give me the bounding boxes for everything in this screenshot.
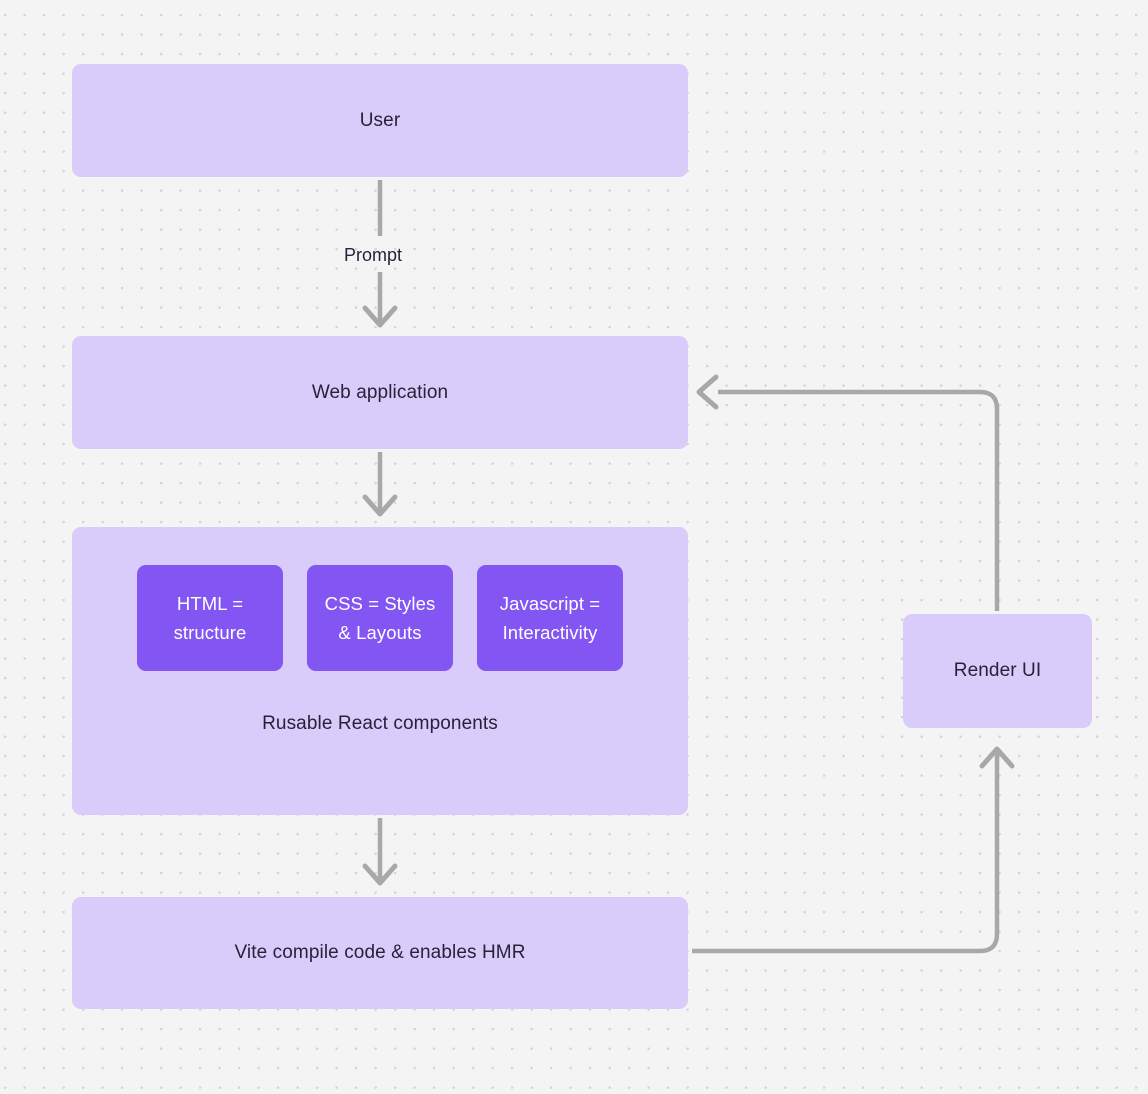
edge-label-prompt: Prompt [344, 245, 403, 265]
node-html[interactable]: HTML = structure [137, 565, 283, 671]
node-render-ui[interactable]: Render UI [903, 614, 1092, 728]
node-render-ui-label: Render UI [953, 660, 1042, 681]
node-user[interactable]: User [72, 64, 688, 177]
node-javascript-label: Javascript = Interactivity [500, 589, 600, 647]
node-component-group[interactable]: HTML = structure CSS = Styles & Layouts … [72, 527, 688, 815]
node-html-line1: HTML = [176, 593, 244, 614]
node-component-group-caption: Rusable React components [262, 713, 498, 734]
arrowhead-vite-top [362, 863, 398, 886]
node-vite-label: Vite compile code & enables HMR [234, 942, 526, 963]
edge-vite-to-render [692, 752, 1000, 954]
arrowhead-group-top [362, 494, 398, 517]
edge-render-to-webapp [718, 389, 1000, 611]
node-html-line2: structure [173, 622, 247, 643]
node-web-application[interactable]: Web application [72, 336, 688, 449]
node-vite[interactable]: Vite compile code & enables HMR [72, 897, 688, 1009]
node-javascript[interactable]: Javascript = Interactivity [477, 565, 623, 671]
node-css[interactable]: CSS = Styles & Layouts [307, 565, 453, 671]
arrowhead-webapp-right [696, 374, 719, 410]
node-css-label: CSS = Styles & Layouts [325, 589, 436, 647]
arrowhead-webapp-top [362, 305, 398, 328]
node-user-label: User [359, 109, 401, 131]
node-css-line1: CSS = Styles [324, 593, 436, 614]
arrowhead-render-bottom [979, 746, 1015, 769]
node-css-line2: & Layouts [338, 622, 422, 643]
node-javascript-line2: Interactivity [502, 622, 598, 643]
node-javascript-line1: Javascript = [499, 593, 601, 614]
node-web-application-label: Web application [311, 381, 449, 403]
node-html-label: HTML = structure [174, 589, 247, 647]
